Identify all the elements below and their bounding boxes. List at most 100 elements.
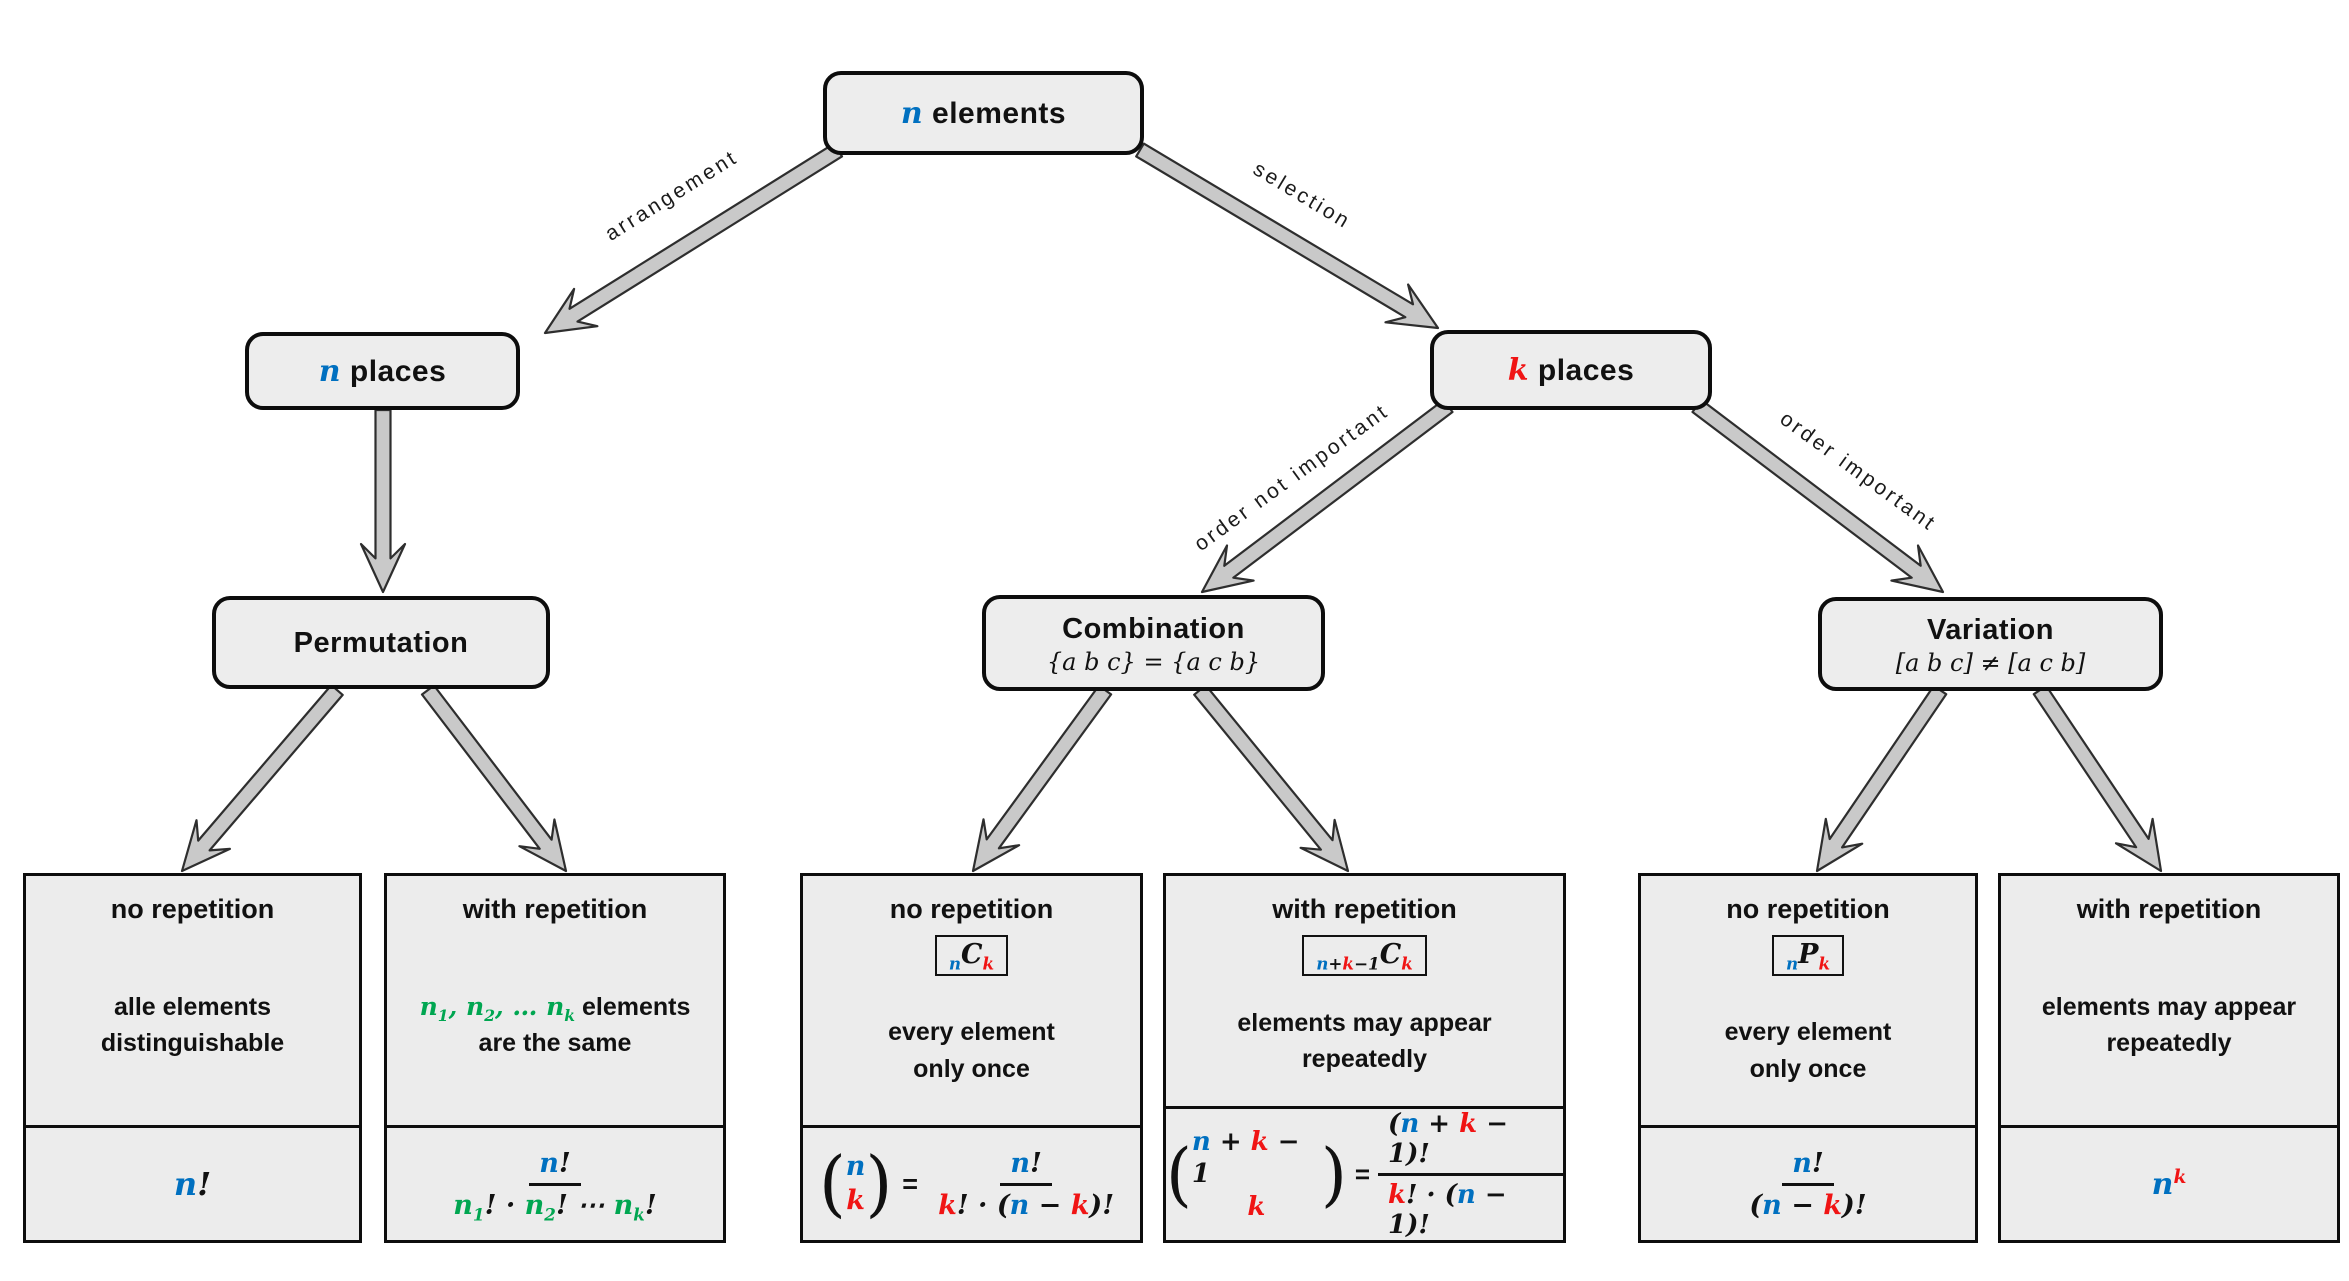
formula-binomial-with-repetition: ( n + k − 1 k ) = (n + k − 1)! k! · (n −… — [1166, 1109, 1563, 1240]
leaf-permutation-with-repetition: with repetition n1, n2, … nk elements ar… — [384, 873, 726, 1243]
leaf-upper-section: no repetition alle elements distinguisha… — [26, 876, 359, 1125]
leaf-description-line: repeatedly — [2106, 1029, 2232, 1057]
leaf-description-line: every element — [1724, 1018, 1892, 1046]
flow-arrow-0 — [543, 142, 844, 335]
binomial: ( n + k − 1 k ) — [1166, 1126, 1347, 1224]
leaf-title: with repetition — [1272, 894, 1457, 924]
binomial: ( n k ) — [818, 1141, 893, 1226]
binomial-bottom: k — [846, 1185, 865, 1216]
fraction-denominator: k! · (n − k)! — [938, 1189, 1115, 1221]
node-permutation: Permutation — [212, 596, 550, 689]
binomial-stack: n + k − 1 k — [1192, 1126, 1321, 1224]
flow-arrow-4 — [1691, 398, 1945, 594]
fraction-numerator: n! — [1000, 1148, 1052, 1186]
leaf-formula-section: n! (n − k)! — [1641, 1125, 1975, 1240]
fraction-numerator: n! — [529, 1148, 581, 1186]
leaf-description-line: n1, n2, … nk elements — [419, 991, 691, 1025]
node-variation-example: [a b c] ≠ [a c b] — [1895, 648, 2086, 677]
leaf-title: no repetition — [110, 894, 275, 924]
fraction: n! k! · (n − k)! — [928, 1148, 1124, 1221]
formula-n-power-k: nk — [2151, 1166, 2187, 1202]
formula-n-factorial: n! — [173, 1165, 212, 1203]
fraction-denominator: n1! · n2! ⋯ nk! — [453, 1189, 657, 1224]
flow-arrow-5 — [180, 683, 344, 873]
fraction-denominator: (n − k)! — [1749, 1189, 1867, 1221]
binomial-stack: n k — [846, 1150, 866, 1218]
fraction-denominator: k! · (n − 1)! — [1388, 1180, 1507, 1240]
notation-badge-nCk: nCk — [934, 935, 1009, 976]
leaf-formula-section: ( n + k − 1 k ) = (n + k − 1)! k! · (n −… — [1166, 1106, 1563, 1240]
flow-arrow-8 — [1193, 684, 1350, 873]
leaf-description-line: only once — [1749, 1054, 1867, 1083]
leaf-formula-section: n! — [26, 1125, 359, 1240]
flow-arrow-7 — [971, 684, 1113, 873]
leaf-description-line: only once — [913, 1054, 1030, 1083]
flow-arrow-1 — [1135, 142, 1440, 330]
leaf-upper-section: no repetition nPk every element only onc… — [1641, 876, 1975, 1125]
node-combination-example: {a b c} = {a c b} — [1046, 647, 1261, 676]
binomial-bottom: k — [1247, 1191, 1266, 1222]
left-paren: ( — [818, 1141, 846, 1226]
leaf-description-line: distinguishable — [100, 1029, 285, 1057]
formula-multiset-permutation: n! n1! · n2! ⋯ nk! — [443, 1148, 666, 1224]
leaf-description: every element only once — [888, 976, 1055, 1125]
leaf-description-line: alle elements — [113, 992, 271, 1021]
notation-badge-nPk: nPk — [1771, 935, 1845, 976]
leaf-formula-section: ( n k ) = n! k! · (n − k)! — [803, 1125, 1140, 1240]
right-paren: ) — [1320, 1133, 1347, 1216]
leaf-formula-section: n! n1! · n2! ⋯ nk! — [387, 1125, 723, 1240]
leaf-upper-section: with repetition n1, n2, … nk elements ar… — [387, 876, 723, 1125]
leaf-variation-with-repetition: with repetition elements may appear repe… — [1998, 873, 2340, 1243]
leaf-title: with repetition — [462, 894, 648, 924]
leaf-permutation-no-repetition: no repetition alle elements distinguisha… — [23, 873, 362, 1243]
fraction: (n + k − 1)! k! · (n − 1)! — [1378, 1109, 1563, 1240]
node-n-places: n places — [245, 332, 520, 410]
leaf-description: n1, n2, … nk elements are the same — [420, 925, 691, 1125]
node-combination-label: Combination — [1062, 612, 1245, 645]
leaf-combination-no-repetition: no repetition nCk every element only onc… — [800, 873, 1143, 1243]
leaf-title: with repetition — [2076, 894, 2262, 924]
fraction-numerator: n! — [1782, 1148, 1834, 1186]
binomial-top: n + k − 1 — [1191, 1126, 1300, 1190]
fraction: n! n1! · n2! ⋯ nk! — [443, 1148, 666, 1224]
flow-arrow-10 — [2032, 684, 2163, 873]
flow-arrow-6 — [420, 684, 568, 873]
node-permutation-label: Permutation — [293, 627, 469, 659]
leaf-description-line: elements may appear — [2041, 992, 2297, 1021]
node-variation-label: Variation — [1927, 613, 2054, 646]
left-paren: ( — [1166, 1133, 1192, 1216]
leaf-description: every element only once — [1725, 976, 1892, 1125]
equals-sign: = — [902, 1168, 919, 1199]
formula-k-permutation: n! (n − k)! — [1739, 1148, 1876, 1221]
leaf-upper-section: with repetition elements may appear repe… — [2001, 876, 2337, 1125]
notation-badge-n+k-1Ck: n+k−1Ck — [1302, 935, 1427, 976]
node-k-places-label: k places — [1507, 352, 1635, 388]
leaf-description-line: every element — [888, 1018, 1055, 1046]
leaf-description-line: are the same — [478, 1029, 632, 1057]
flow-arrow-2 — [359, 408, 407, 594]
leaf-upper-section: with repetition n+k−1Ck elements may app… — [1166, 876, 1563, 1106]
binomial-top: n — [845, 1151, 866, 1183]
leaf-formula-section: nk — [2001, 1125, 2337, 1240]
leaf-description: alle elements distinguishable — [101, 925, 284, 1125]
formula-binomial-coefficient: ( n k ) = n! k! · (n − k)! — [819, 1148, 1124, 1221]
fraction: n! (n − k)! — [1739, 1148, 1876, 1221]
leaf-title: no repetition — [889, 894, 1054, 924]
node-variation: Variation [a b c] ≠ [a c b] — [1818, 597, 2163, 691]
flow-arrow-3 — [1200, 398, 1454, 594]
right-paren: ) — [865, 1141, 893, 1226]
equals-sign: = — [1354, 1159, 1371, 1189]
fraction-numerator: (n + k − 1)! — [1378, 1109, 1563, 1176]
leaf-upper-section: no repetition nCk every element only onc… — [803, 876, 1140, 1125]
node-n-elements: n elements — [823, 71, 1144, 155]
leaf-description-line: repeatedly — [1301, 1045, 1428, 1073]
flow-arrow-9 — [1815, 684, 1948, 873]
node-n-elements-label: n elements — [900, 95, 1067, 131]
node-k-places: k places — [1430, 330, 1712, 410]
node-n-places-label: n places — [318, 353, 447, 389]
leaf-description: elements may appear repeatedly — [1237, 976, 1491, 1106]
leaf-combination-with-repetition: with repetition n+k−1Ck elements may app… — [1163, 873, 1566, 1243]
leaf-description-line: elements may appear — [1237, 1008, 1492, 1037]
